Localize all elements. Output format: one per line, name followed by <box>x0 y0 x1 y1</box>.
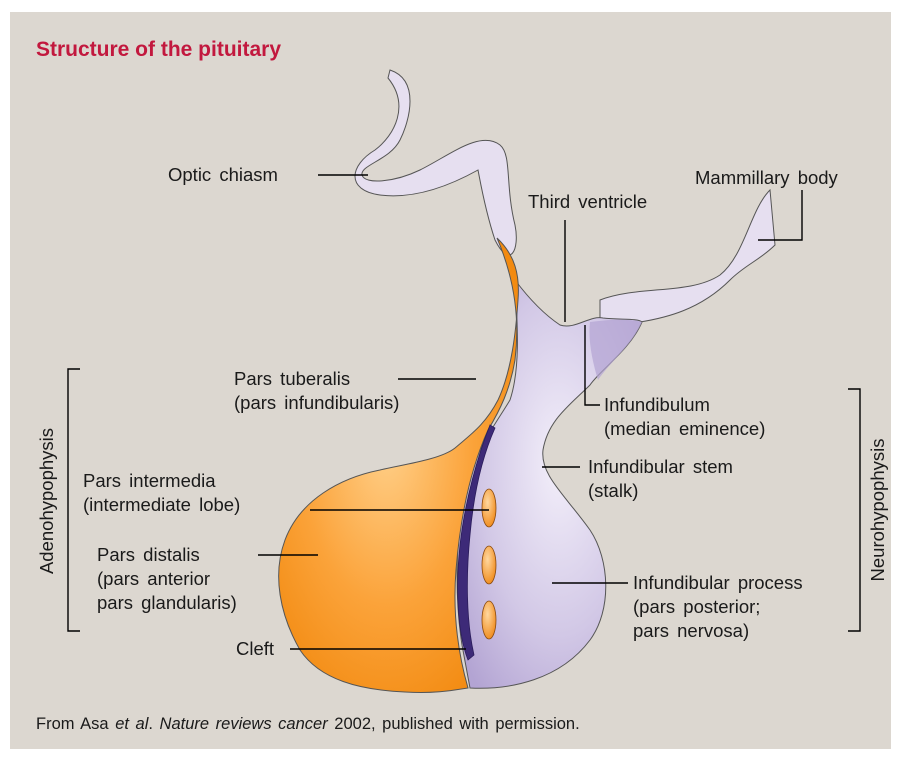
label-infundibular-process-line1: Infundibular process <box>633 571 803 595</box>
label-mammillary-body: Mammillary body <box>695 166 838 190</box>
label-infundibular-stem-line2: (stalk) <box>588 479 733 503</box>
label-infundibulum-line2: (median eminence) <box>604 417 765 441</box>
credit-dot: . <box>148 715 159 733</box>
label-pars-distalis: Pars distalis (pars anterior pars glandu… <box>97 543 237 615</box>
label-pars-distalis-line1: Pars distalis <box>97 543 237 567</box>
label-infundibular-process: Infundibular process (pars posterior; pa… <box>633 571 803 643</box>
label-pars-tuberalis-line1: Pars tuberalis <box>234 367 399 391</box>
credit-etal: et al <box>115 715 148 733</box>
label-adenohypophysis: Adenohypophysis <box>36 428 58 574</box>
label-pars-tuberalis-line2: (pars infundibularis) <box>234 391 399 415</box>
intermedia-oval-2 <box>482 546 496 584</box>
label-infundibulum-line1: Infundibulum <box>604 393 765 417</box>
label-optic-chiasm: Optic chiasm <box>168 163 278 187</box>
optic-chiasm-tissue <box>355 70 516 255</box>
figure-credit: From Asa et al. Nature reviews cancer 20… <box>36 715 580 734</box>
label-pars-tuberalis: Pars tuberalis (pars infundibularis) <box>234 367 399 415</box>
label-pars-distalis-line2: (pars anterior <box>97 567 237 591</box>
credit-prefix: From Asa <box>36 715 115 733</box>
label-infundibulum: Infundibulum (median eminence) <box>604 393 765 441</box>
label-infundibular-process-line3: pars nervosa) <box>633 619 803 643</box>
label-infundibular-stem: Infundibular stem (stalk) <box>588 455 733 503</box>
label-pars-intermedia-line1: Pars intermedia <box>83 469 240 493</box>
neurohypophysis-bracket <box>848 389 860 631</box>
intermedia-oval-3 <box>482 601 496 639</box>
adenohypophysis-bracket <box>68 369 80 631</box>
label-infundibular-process-line2: (pars posterior; <box>633 595 803 619</box>
label-pars-intermedia: Pars intermedia (intermediate lobe) <box>83 469 240 517</box>
intermedia-oval-1 <box>482 489 496 527</box>
label-pars-distalis-line3: pars glandularis) <box>97 591 237 615</box>
label-infundibular-stem-line1: Infundibular stem <box>588 455 733 479</box>
credit-journal: Nature reviews cancer <box>160 715 328 733</box>
label-neurohypophysis: Neurohypophysis <box>867 439 889 582</box>
label-cleft: Cleft <box>236 637 274 661</box>
label-pars-intermedia-line2: (intermediate lobe) <box>83 493 240 517</box>
label-third-ventricle: Third ventricle <box>528 190 647 214</box>
credit-suffix: 2002, published with permission. <box>328 715 580 733</box>
infundibulum-shading <box>589 320 642 380</box>
